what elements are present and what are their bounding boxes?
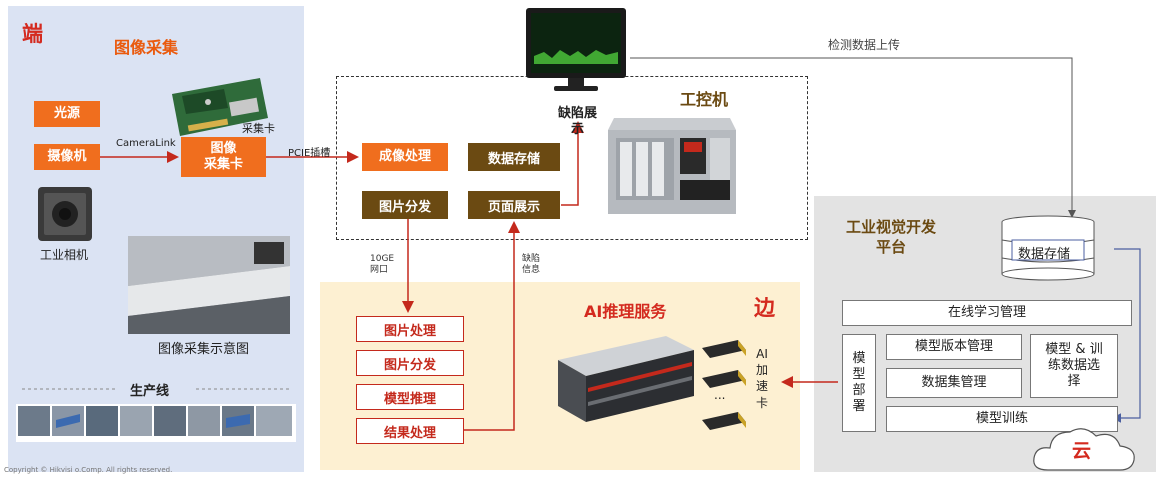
accel-dots: ... [714, 388, 726, 402]
arrow-storage-to-training [1111, 248, 1141, 423]
capture-sketch-image [128, 236, 290, 334]
camera-link-label: CameraLink [116, 138, 176, 149]
cloud-storage-label: 数据存储 [1018, 247, 1071, 262]
copyright: Copyright © Hikvisi o.Comp. All rights r… [4, 466, 173, 474]
training-box: 模型训练 [886, 406, 1118, 432]
cloud-icon [1033, 428, 1135, 471]
edge-step-image-processing: 图片处理 [356, 316, 464, 342]
industrial-camera-caption: 工业相机 [40, 248, 89, 262]
distribute-box: 图片分发 [362, 191, 448, 219]
edge-step-result-processing: 结果处理 [356, 418, 464, 444]
accel-card-label: AI 加 速 卡 [756, 347, 769, 410]
industrial-camera-image [38, 187, 92, 241]
model-deploy-box: 模 型 部 署 [842, 334, 876, 432]
light-source-box: 光源 [34, 101, 100, 127]
imaging-box: 成像处理 [362, 143, 448, 171]
upload-label: 检测数据上传 [828, 38, 901, 52]
display-box: 页面展示 [468, 191, 560, 219]
camera-box: 摄像机 [34, 144, 100, 170]
industrial-pc-image [608, 118, 736, 214]
arrow-upload [630, 57, 1076, 218]
cloud-tag: 云 [1072, 440, 1092, 462]
pcie-label: PCIE插槽 [288, 148, 331, 159]
capture-card-caption: 采集卡 [242, 122, 275, 135]
ai-server-image [558, 336, 694, 422]
capture-card-image [172, 78, 268, 136]
edge-title: AI推理服务 [584, 302, 667, 321]
network-label: 10GE 网口 [370, 254, 395, 275]
production-line-title: 生产线 [130, 384, 170, 399]
sketch-caption: 图像采集示意图 [158, 342, 250, 357]
capture-card-box: 图像 采集卡 [181, 137, 266, 177]
arrow-result-to-display [464, 221, 520, 431]
accelerator-cards-image [702, 340, 746, 430]
edge-step-model-inference: 模型推理 [356, 384, 464, 410]
end-tag: 端 [22, 22, 43, 46]
database-icon [1001, 215, 1095, 281]
online-learning-box: 在线学习管理 [842, 300, 1132, 326]
defect-display-label: 缺陷展 示 [558, 106, 598, 137]
defect-info-label: 缺陷 信息 [522, 254, 541, 275]
monitor-image [526, 8, 626, 91]
production-line-image [16, 404, 296, 442]
edge-step-image-distribution: 图片分发 [356, 350, 464, 376]
model-select-box: 模型 & 训 练数据选 择 [1030, 334, 1118, 398]
cloud-title: 工业视觉开发 平台 [846, 218, 937, 256]
edge-tag: 边 [754, 296, 775, 320]
end-title: 图像采集 [114, 38, 179, 57]
arrow-display-to-monitor [561, 121, 584, 206]
version-mgmt-box: 模型版本管理 [886, 334, 1022, 360]
ipc-storage-box: 数据存储 [468, 143, 560, 171]
dataset-mgmt-box: 数据集管理 [886, 368, 1022, 398]
ipc-title: 工控机 [680, 90, 729, 109]
